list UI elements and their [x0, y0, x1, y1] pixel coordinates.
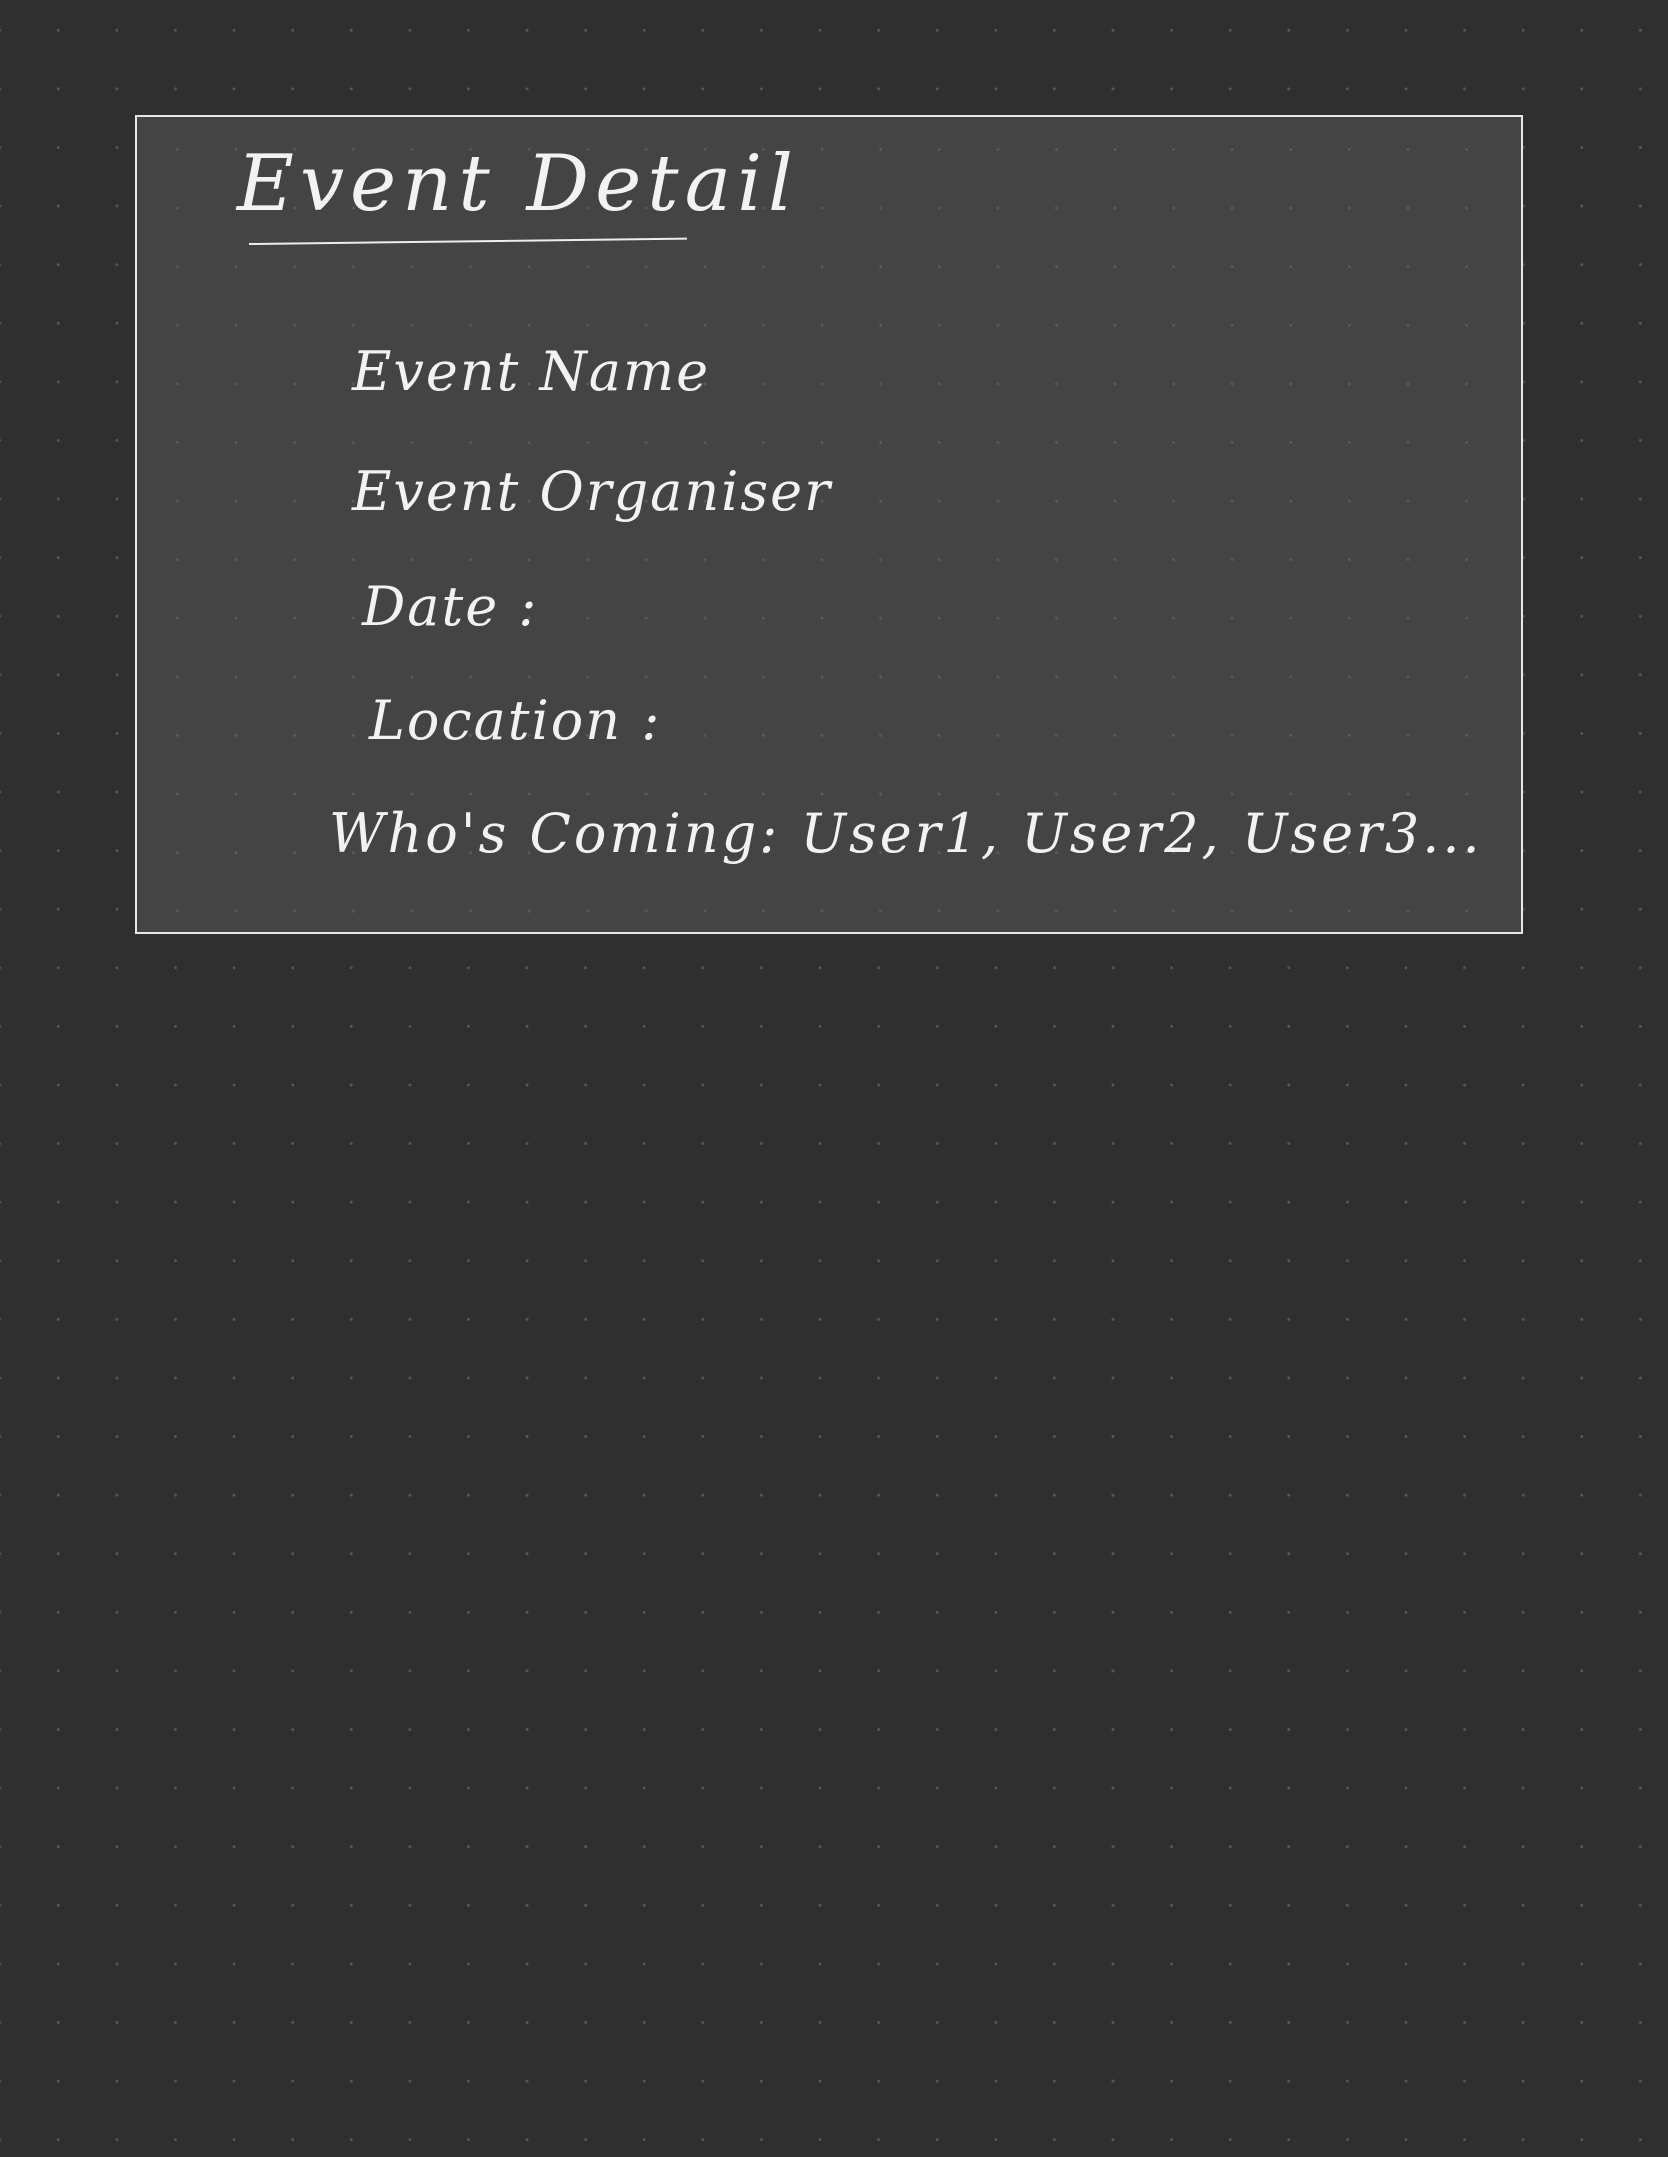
date-label: Date :	[362, 575, 539, 638]
event-name-label: Event Name	[352, 340, 711, 403]
event-detail-wireframe: Event Detail Event Name Event Organiser …	[135, 115, 1523, 934]
location-label: Location :	[369, 689, 662, 752]
card-title: Event Detail	[237, 139, 799, 229]
event-organiser-label: Event Organiser	[352, 460, 832, 523]
attendees-label: Who's Coming: User1, User2, User3...	[329, 802, 1483, 865]
title-underline	[248, 237, 687, 245]
